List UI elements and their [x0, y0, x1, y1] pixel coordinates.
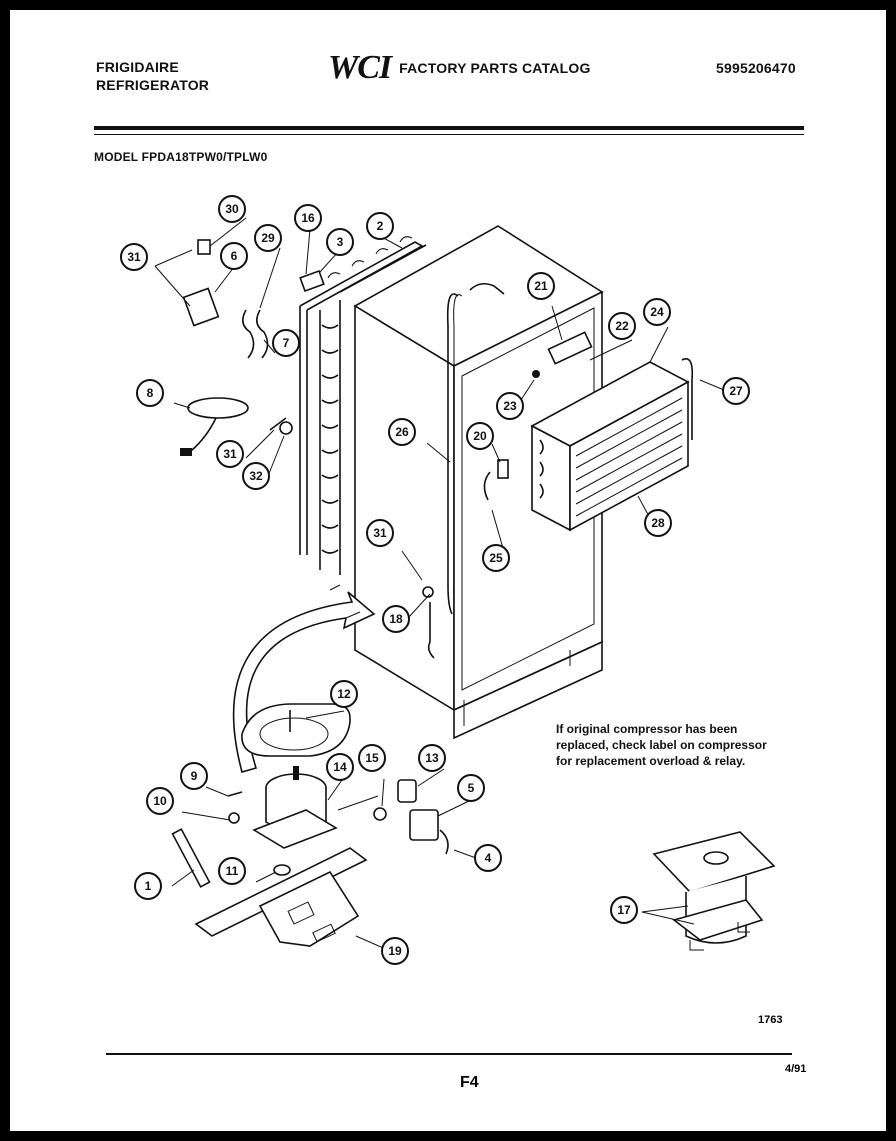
- svg-text:9: 9: [191, 769, 198, 783]
- callout-26: 26: [388, 418, 416, 446]
- product-type: REFRIGERATOR: [96, 77, 210, 93]
- evaporator: [530, 358, 694, 532]
- direction-arrow: [232, 584, 376, 773]
- callout-31-middle: 31: [216, 440, 244, 468]
- callout-8: 8: [136, 379, 164, 407]
- svg-text:22: 22: [615, 319, 629, 333]
- compressor: [252, 766, 338, 876]
- illustration-number: 1763: [758, 1014, 783, 1026]
- callout-5: 5: [457, 774, 485, 802]
- note-line-2: replaced, check label on compressor: [556, 738, 767, 752]
- callout-14: 14: [326, 753, 354, 781]
- replacement-compressor: [652, 831, 776, 951]
- callout-12: 12: [330, 680, 358, 708]
- callout-20: 20: [466, 422, 494, 450]
- tubing: [446, 282, 505, 615]
- callout-32: 32: [242, 462, 270, 490]
- svg-text:1: 1: [145, 879, 152, 893]
- svg-text:18: 18: [389, 612, 403, 626]
- callout-19: 19: [381, 937, 409, 965]
- base-plate: [194, 847, 368, 947]
- svg-text:31: 31: [223, 447, 237, 461]
- callout-9: 9: [180, 762, 208, 790]
- svg-text:13: 13: [425, 751, 439, 765]
- header-rule-thin: [94, 134, 804, 135]
- svg-text:30: 30: [225, 202, 239, 216]
- callout-29: 29: [254, 224, 282, 252]
- callout-3: 3: [326, 228, 354, 256]
- catalog-page: FRIGIDAIRE REFRIGERATOR WCI FACTORY PART…: [10, 10, 886, 1131]
- callout-16: 16: [294, 204, 322, 232]
- callout-22: 22: [608, 312, 636, 340]
- svg-text:26: 26: [395, 425, 409, 439]
- brand-name: FRIGIDAIRE: [96, 59, 179, 75]
- catalog-number: 5995206470: [716, 60, 796, 76]
- catalog-title: FACTORY PARTS CATALOG: [399, 60, 591, 76]
- footer-rule: [106, 1053, 792, 1055]
- svg-text:2: 2: [377, 219, 384, 233]
- callout-31-top: 31: [120, 243, 148, 271]
- callout-23: 23: [496, 392, 524, 420]
- callout-13: 13: [418, 744, 446, 772]
- svg-text:4: 4: [485, 851, 492, 865]
- svg-text:29: 29: [261, 231, 275, 245]
- svg-text:21: 21: [534, 279, 548, 293]
- svg-text:8: 8: [147, 386, 154, 400]
- svg-text:27: 27: [729, 384, 743, 398]
- svg-text:28: 28: [651, 516, 665, 530]
- callout-15: 15: [358, 744, 386, 772]
- note-line-3: for replacement overload & relay.: [556, 754, 746, 768]
- callout-27: 27: [722, 377, 750, 405]
- exploded-parts-diagram: 1 2 3 4 5 6 7 8 9 10 11 12 13 14 15 16 1…: [120, 195, 776, 965]
- callout-25: 25: [482, 544, 510, 572]
- compressor-pad: [241, 703, 351, 757]
- callout-7: 7: [272, 329, 300, 357]
- callout-11: 11: [218, 857, 246, 885]
- callout-28: 28: [644, 509, 672, 537]
- svg-text:20: 20: [473, 429, 487, 443]
- svg-text:25: 25: [489, 551, 503, 565]
- revision-date: 4/91: [785, 1063, 807, 1075]
- svg-text:7: 7: [283, 336, 290, 350]
- callout-21: 21: [527, 272, 555, 300]
- callout-31-lower: 31: [366, 519, 394, 547]
- note-line-1: If original compressor has been: [556, 722, 738, 736]
- svg-text:31: 31: [373, 526, 387, 540]
- svg-text:12: 12: [337, 687, 351, 701]
- svg-text:17: 17: [617, 903, 631, 917]
- small-hardware: [171, 239, 593, 888]
- svg-text:6: 6: [231, 249, 238, 263]
- page-number: F4: [460, 1074, 479, 1091]
- catalog-heading: WCI FACTORY PARTS CATALOG: [328, 50, 591, 86]
- svg-text:10: 10: [153, 794, 167, 808]
- model-number: MODEL FPDA18TPW0/TPLW0: [94, 150, 268, 164]
- callout-6: 6: [220, 242, 248, 270]
- callout-1: 1: [134, 872, 162, 900]
- callout-4: 4: [474, 844, 502, 872]
- svg-text:15: 15: [365, 751, 379, 765]
- svg-text:5: 5: [468, 781, 475, 795]
- callout-24: 24: [643, 298, 671, 326]
- callout-30: 30: [218, 195, 246, 223]
- electrical-parts: [337, 779, 449, 855]
- header-rule: [94, 126, 804, 130]
- compressor-note: If original compressor has been replaced…: [556, 721, 816, 769]
- svg-text:31: 31: [127, 250, 141, 264]
- callout-10: 10: [146, 787, 174, 815]
- svg-text:24: 24: [650, 305, 664, 319]
- wci-logo: WCI: [328, 49, 392, 86]
- condenser-coil: [299, 236, 427, 575]
- callout-18: 18: [382, 605, 410, 633]
- brand-block: FRIGIDAIRE REFRIGERATOR: [96, 58, 209, 94]
- svg-text:32: 32: [249, 469, 263, 483]
- power-cord: [180, 397, 249, 456]
- svg-text:16: 16: [301, 211, 315, 225]
- callout-2: 2: [366, 212, 394, 240]
- callout-17: 17: [610, 896, 638, 924]
- svg-text:11: 11: [226, 864, 239, 878]
- svg-text:19: 19: [388, 944, 402, 958]
- svg-text:3: 3: [337, 235, 344, 249]
- svg-text:23: 23: [503, 399, 517, 413]
- svg-text:14: 14: [333, 760, 347, 774]
